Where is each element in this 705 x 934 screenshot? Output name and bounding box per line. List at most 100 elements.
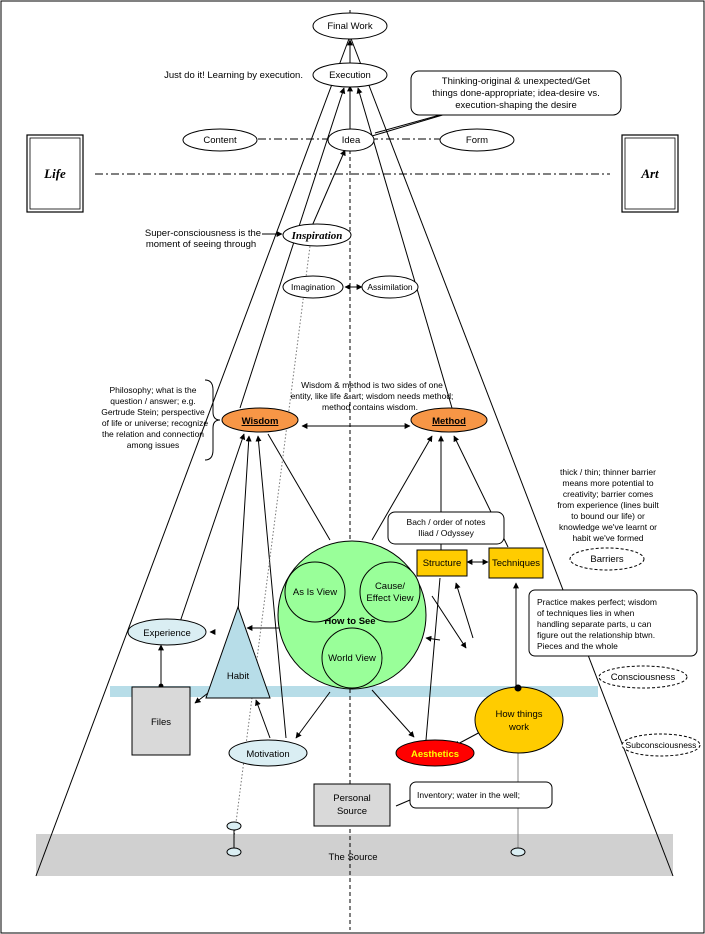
method-label: Method bbox=[432, 416, 466, 427]
wisdom-node[interactable]: Wisdom bbox=[221, 407, 299, 433]
arrow-habit-wisdom bbox=[237, 435, 252, 613]
thick-thin-line-7: habit we've formed bbox=[572, 533, 643, 543]
philosophy-note: Philosophy; what is the question / answe… bbox=[101, 379, 221, 461]
superconsciousness-line-2: moment of seeing through bbox=[146, 239, 256, 250]
superconsciousness-line-1: Super-consciousness is the bbox=[145, 228, 261, 239]
thick-thin-line-5: to bound our life) or bbox=[571, 511, 645, 521]
wisdom-method-note: Wisdom & method is two sides of one enti… bbox=[291, 380, 454, 412]
content-node[interactable]: Content bbox=[182, 128, 258, 152]
bach-note: Bach / order of notes Iliad / Odyssey bbox=[387, 511, 505, 545]
structure-label: Structure bbox=[423, 558, 462, 569]
art-label: Art bbox=[640, 166, 659, 181]
source-inspiration-dotted bbox=[233, 245, 311, 839]
assimilation-label: Assimilation bbox=[367, 282, 413, 292]
motivation-label: Motivation bbox=[246, 749, 289, 760]
practice-line-4: figure out the relationship btwn. bbox=[537, 630, 655, 640]
pyramid-right-edge bbox=[349, 35, 674, 877]
art-box[interactable]: Art bbox=[621, 134, 679, 213]
life-box[interactable]: Life bbox=[26, 134, 84, 213]
cause-effect-view-node[interactable]: Cause/ Effect View bbox=[359, 561, 421, 623]
thick-thin-line-2: means more potential to bbox=[562, 478, 653, 488]
philosophy-line-3: Gertrude Stein; perspective bbox=[101, 407, 205, 417]
thick-thin-line-1: thick / thin; thinner barrier bbox=[560, 467, 656, 477]
line-howtosee-wisdom bbox=[267, 433, 331, 541]
wisdom-method-line-2: entity, like life & art; wisdom needs me… bbox=[291, 391, 454, 401]
idea-node[interactable]: Idea bbox=[327, 128, 375, 152]
the-source-band bbox=[36, 834, 673, 876]
as-is-view-label: As Is View bbox=[293, 587, 337, 598]
experience-node[interactable]: Experience bbox=[127, 618, 207, 646]
how-things-label-2: work bbox=[508, 722, 529, 733]
source-node-left-top bbox=[226, 821, 242, 831]
files-box[interactable]: Files bbox=[131, 686, 191, 756]
thinking-line-2: things done-appropriate; idea-desire vs. bbox=[432, 88, 599, 99]
philosophy-line-5: the relation and connection bbox=[102, 429, 204, 439]
thick-thin-line-3: creativity; barrier comes bbox=[563, 489, 653, 499]
arrow-howtosee-motivation bbox=[295, 691, 331, 739]
arrow-motivation-wisdom bbox=[255, 435, 287, 739]
just-do-it-note: Just do it! Learning by execution. bbox=[164, 70, 303, 81]
thinking-connector-2 bbox=[371, 113, 447, 137]
wisdom-method-line-3: method contains wisdom. bbox=[322, 402, 418, 412]
how-things-anchor-dot bbox=[514, 684, 522, 692]
philosophy-line-2: question / answer; e.g. bbox=[110, 396, 196, 406]
habit-triangle[interactable]: Habit bbox=[205, 605, 271, 699]
source-node-left-bottom bbox=[226, 847, 242, 857]
inventory-label: Inventory; water in the well; bbox=[417, 790, 520, 800]
practice-note: Practice makes perfect; wisdom of techni… bbox=[528, 589, 698, 657]
thinking-note: Thinking-original & unexpected/Get thing… bbox=[410, 70, 622, 116]
consciousness-label: Consciousness bbox=[611, 672, 676, 683]
practice-line-3: handling separate parts, u can bbox=[537, 619, 652, 629]
idea-label: Idea bbox=[342, 135, 361, 146]
barriers-node[interactable]: Barriers bbox=[569, 547, 645, 571]
imagination-label: Imagination bbox=[291, 282, 335, 292]
life-label: Life bbox=[43, 166, 66, 181]
content-label: Content bbox=[203, 135, 237, 146]
world-view-node[interactable]: World View bbox=[321, 627, 383, 689]
the-source-label: The Source bbox=[328, 852, 377, 863]
thinking-connector bbox=[374, 114, 441, 134]
cause-effect-label-1: Cause/ bbox=[375, 581, 405, 592]
arrow-to-structure bbox=[454, 582, 474, 639]
how-things-work-node[interactable]: How things work bbox=[474, 686, 564, 754]
thinking-line-3: execution-shaping the desire bbox=[455, 100, 576, 111]
thick-thin-line-6: knowledge we've learnt or bbox=[559, 522, 657, 532]
aesthetics-node[interactable]: Aesthetics bbox=[395, 739, 475, 767]
arrow-experience-wisdom bbox=[179, 433, 246, 623]
files-label: Files bbox=[151, 717, 171, 728]
consciousness-node[interactable]: Consciousness bbox=[598, 665, 688, 689]
imagination-node[interactable]: Imagination bbox=[282, 275, 344, 299]
personal-source-box[interactable]: Personal Source bbox=[313, 783, 391, 827]
wisdom-method-line-1: Wisdom & method is two sides of one bbox=[301, 380, 443, 390]
arrow-wisdom-execution bbox=[239, 87, 346, 409]
habit-label: Habit bbox=[227, 671, 250, 682]
techniques-box[interactable]: Techniques bbox=[488, 547, 544, 579]
execution-node[interactable]: Execution bbox=[312, 62, 388, 88]
experience-label: Experience bbox=[143, 628, 191, 639]
execution-label: Execution bbox=[329, 70, 371, 81]
inspiration-node[interactable]: Inspiration bbox=[282, 223, 352, 247]
inventory-connector bbox=[395, 799, 411, 807]
cause-effect-label-2: Effect View bbox=[366, 593, 413, 604]
personal-label-1: Personal bbox=[333, 793, 371, 804]
assimilation-node[interactable]: Assimilation bbox=[361, 275, 419, 299]
bach-line-2: Iliad / Odyssey bbox=[418, 528, 474, 538]
arrow-howtosee-aesthetics bbox=[371, 689, 415, 738]
source-node-right bbox=[510, 847, 526, 857]
arrow-howtosee-right bbox=[431, 595, 467, 649]
arrow-howtosee-method bbox=[371, 435, 433, 541]
arrow-left-howtosee bbox=[425, 635, 441, 642]
as-is-view-node[interactable]: As Is View bbox=[284, 561, 346, 623]
form-node[interactable]: Form bbox=[439, 128, 515, 152]
bach-line-1: Bach / order of notes bbox=[407, 517, 486, 527]
method-node[interactable]: Method bbox=[410, 407, 488, 433]
practice-line-5: Pieces and the whole bbox=[537, 641, 618, 651]
final-work-node[interactable]: Final Work bbox=[312, 12, 388, 40]
subconsciousness-label: Subconsciousness bbox=[626, 740, 697, 750]
how-things-label-1: How things bbox=[496, 709, 543, 720]
structure-box[interactable]: Structure bbox=[416, 549, 468, 577]
motivation-node[interactable]: Motivation bbox=[228, 739, 308, 767]
subconsciousness-node[interactable]: Subconsciousness bbox=[621, 733, 701, 757]
